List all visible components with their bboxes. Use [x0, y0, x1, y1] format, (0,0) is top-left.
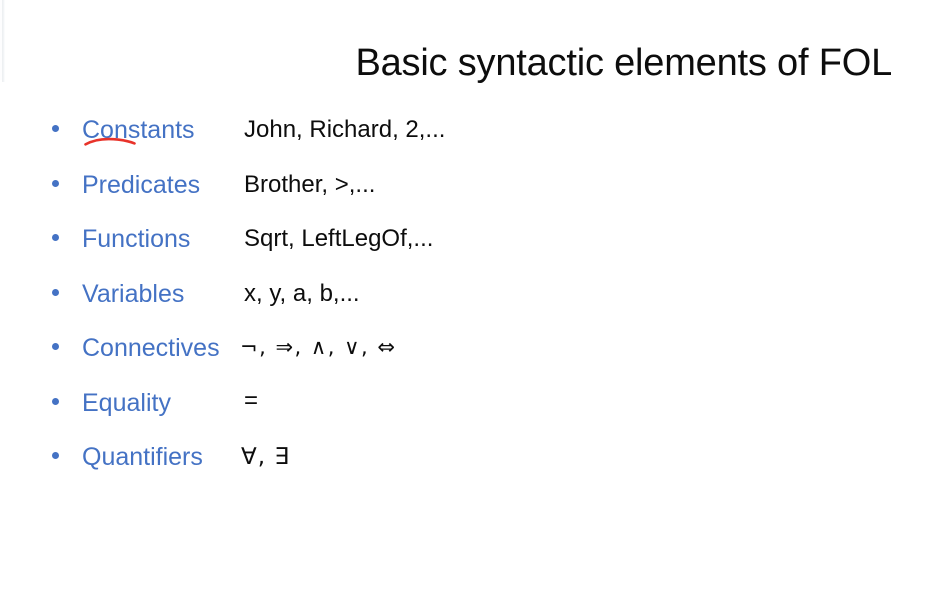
bullet-dot-icon — [52, 452, 59, 459]
bullet-dot-icon — [52, 288, 59, 296]
bullet-dot-icon — [52, 125, 59, 132]
row-example-quantifiers: ∀, ∃ — [241, 444, 290, 470]
page-title: Basic syntactic elements of FOL — [355, 42, 892, 84]
row-example-predicates: Brother, >,... — [244, 170, 376, 198]
row-example-connectives: ¬, ⇒, ∧, ∨, ⇔ — [240, 335, 397, 359]
bullet-dot-icon — [52, 397, 59, 405]
row-example-constants: John, Richard, 2,... — [244, 116, 446, 143]
list-item: Predicates Brother, >,... — [0, 165, 934, 220]
row-label-equality: Equality — [82, 388, 171, 417]
left-edge-artifact — [2, 0, 5, 82]
list-item: Functions Sqrt, LeftLegOf,... — [0, 219, 934, 274]
bullet-dot-icon — [52, 234, 59, 241]
list-item: Equality = — [0, 383, 934, 438]
left-edge-artifact-inner — [0, 0, 2, 80]
bullet-dot-icon — [52, 343, 59, 350]
list-item: Constants John, Richard, 2,... — [0, 110, 934, 165]
row-example-functions: Sqrt, LeftLegOf,... — [244, 225, 434, 252]
list-item: Quantifiers ∀, ∃ — [0, 437, 934, 492]
row-example-variables: x, y, a, b,... — [244, 279, 360, 307]
bullet-dot-icon — [52, 179, 59, 187]
list-item: Connectives ¬, ⇒, ∧, ∨, ⇔ — [0, 328, 934, 383]
row-label-functions: Functions — [82, 225, 191, 253]
row-example-equality: = — [244, 386, 259, 414]
list-item: Variables x, y, a, b,... — [0, 274, 934, 329]
row-label-constants: Constants — [82, 116, 195, 144]
row-label-predicates: Predicates — [82, 170, 201, 199]
row-label-variables: Variables — [82, 279, 185, 308]
row-label-quantifiers: Quantifiers — [82, 443, 203, 471]
row-label-connectives: Connectives — [82, 334, 220, 362]
syntactic-elements-list: Constants John, Richard, 2,... Predicate… — [0, 110, 934, 492]
